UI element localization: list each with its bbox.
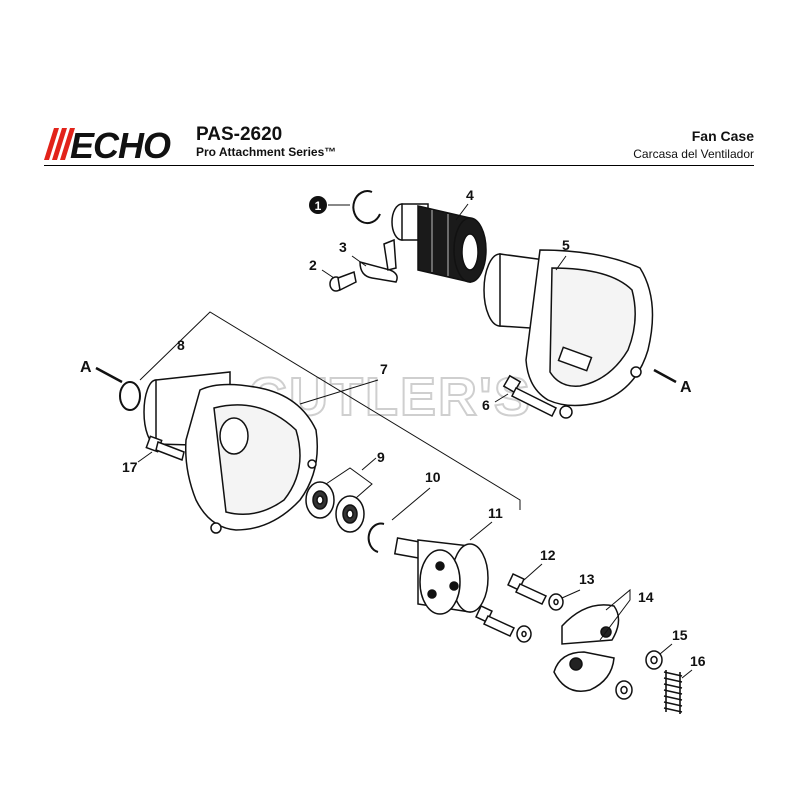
leader-2 xyxy=(321,269,335,279)
leader-12 xyxy=(523,563,543,581)
leader-4 xyxy=(455,203,469,221)
marker-a-right-arrow xyxy=(653,368,677,384)
leader-9 xyxy=(361,457,377,471)
marker-a-left: A xyxy=(80,359,92,376)
part-rubber-damper xyxy=(391,203,487,283)
callout-15: 15 xyxy=(672,627,688,643)
leader-5 xyxy=(555,255,567,271)
callout-7: 7 xyxy=(380,361,388,377)
part-snap-ring-upper xyxy=(352,190,381,225)
part-clutch-drum xyxy=(393,537,489,615)
part-washer-13a xyxy=(548,593,564,611)
callout-2: 2 xyxy=(309,257,317,273)
leader-10 xyxy=(391,487,431,521)
part-shoulder-bolt-b xyxy=(475,605,516,637)
callout-13: 13 xyxy=(579,571,595,587)
part-screw-2 xyxy=(329,270,357,292)
callout-14: 14 xyxy=(638,589,654,605)
part-shoulder-bolt-a xyxy=(507,573,548,605)
bracket-14 xyxy=(599,588,631,641)
part-clutch-shoe-upper xyxy=(561,604,620,645)
bracket-8 xyxy=(139,311,521,510)
part-washer-15b xyxy=(615,680,633,700)
part-fan-case-cover xyxy=(483,249,654,419)
part-washer-15a xyxy=(645,650,663,670)
echo-logo: ECHO xyxy=(44,125,172,164)
leader-16 xyxy=(681,669,693,679)
logo-wordmark: ECHO xyxy=(70,125,171,164)
callout-16: 16 xyxy=(690,653,706,669)
part-bolt-6 xyxy=(502,374,558,418)
leader-3 xyxy=(351,255,367,267)
callout-3: 3 xyxy=(339,239,347,255)
callout-1-badge xyxy=(309,196,327,214)
part-bearing-9b xyxy=(335,495,365,533)
callout-10: 10 xyxy=(425,469,441,485)
series-name: Pro Attachment Series™ xyxy=(196,145,337,159)
section-title-spanish: Carcasa del Ventilador xyxy=(633,147,754,161)
section-title: Fan Case xyxy=(691,128,754,144)
model-number: PAS-2620 xyxy=(196,124,283,145)
bracket-9 xyxy=(325,467,373,499)
callout-11: 11 xyxy=(488,505,503,521)
leader-15 xyxy=(659,643,673,655)
part-clutch-shoe-lower xyxy=(553,651,615,692)
part-snap-ring-10 xyxy=(367,522,385,553)
callout-6: 6 xyxy=(482,397,490,413)
callout-5: 5 xyxy=(562,237,570,253)
marker-a-left-arrow xyxy=(95,366,123,384)
callout-12: 12 xyxy=(540,547,556,563)
header-divider xyxy=(44,165,754,166)
callout-4: 4 xyxy=(466,187,474,203)
callout-17: 17 xyxy=(122,459,138,475)
leader-17 xyxy=(137,451,153,463)
part-clutch-housing xyxy=(143,371,319,534)
part-bolt-17 xyxy=(145,435,185,462)
leader-11 xyxy=(469,521,493,541)
part-clamp xyxy=(359,238,398,283)
callout-1: 1 xyxy=(315,199,322,213)
callout-9: 9 xyxy=(377,449,385,465)
part-snap-ring-8 xyxy=(119,381,141,411)
leader-13 xyxy=(561,589,581,599)
part-clutch-spring xyxy=(663,670,683,714)
part-bearing-9a xyxy=(305,481,335,519)
logo-speed-stripes xyxy=(44,128,75,160)
leader-6 xyxy=(494,393,509,403)
part-washer-13b xyxy=(516,625,532,643)
leader-7 xyxy=(299,379,379,405)
callout-8: 8 xyxy=(177,337,185,353)
marker-a-right: A xyxy=(680,379,692,396)
